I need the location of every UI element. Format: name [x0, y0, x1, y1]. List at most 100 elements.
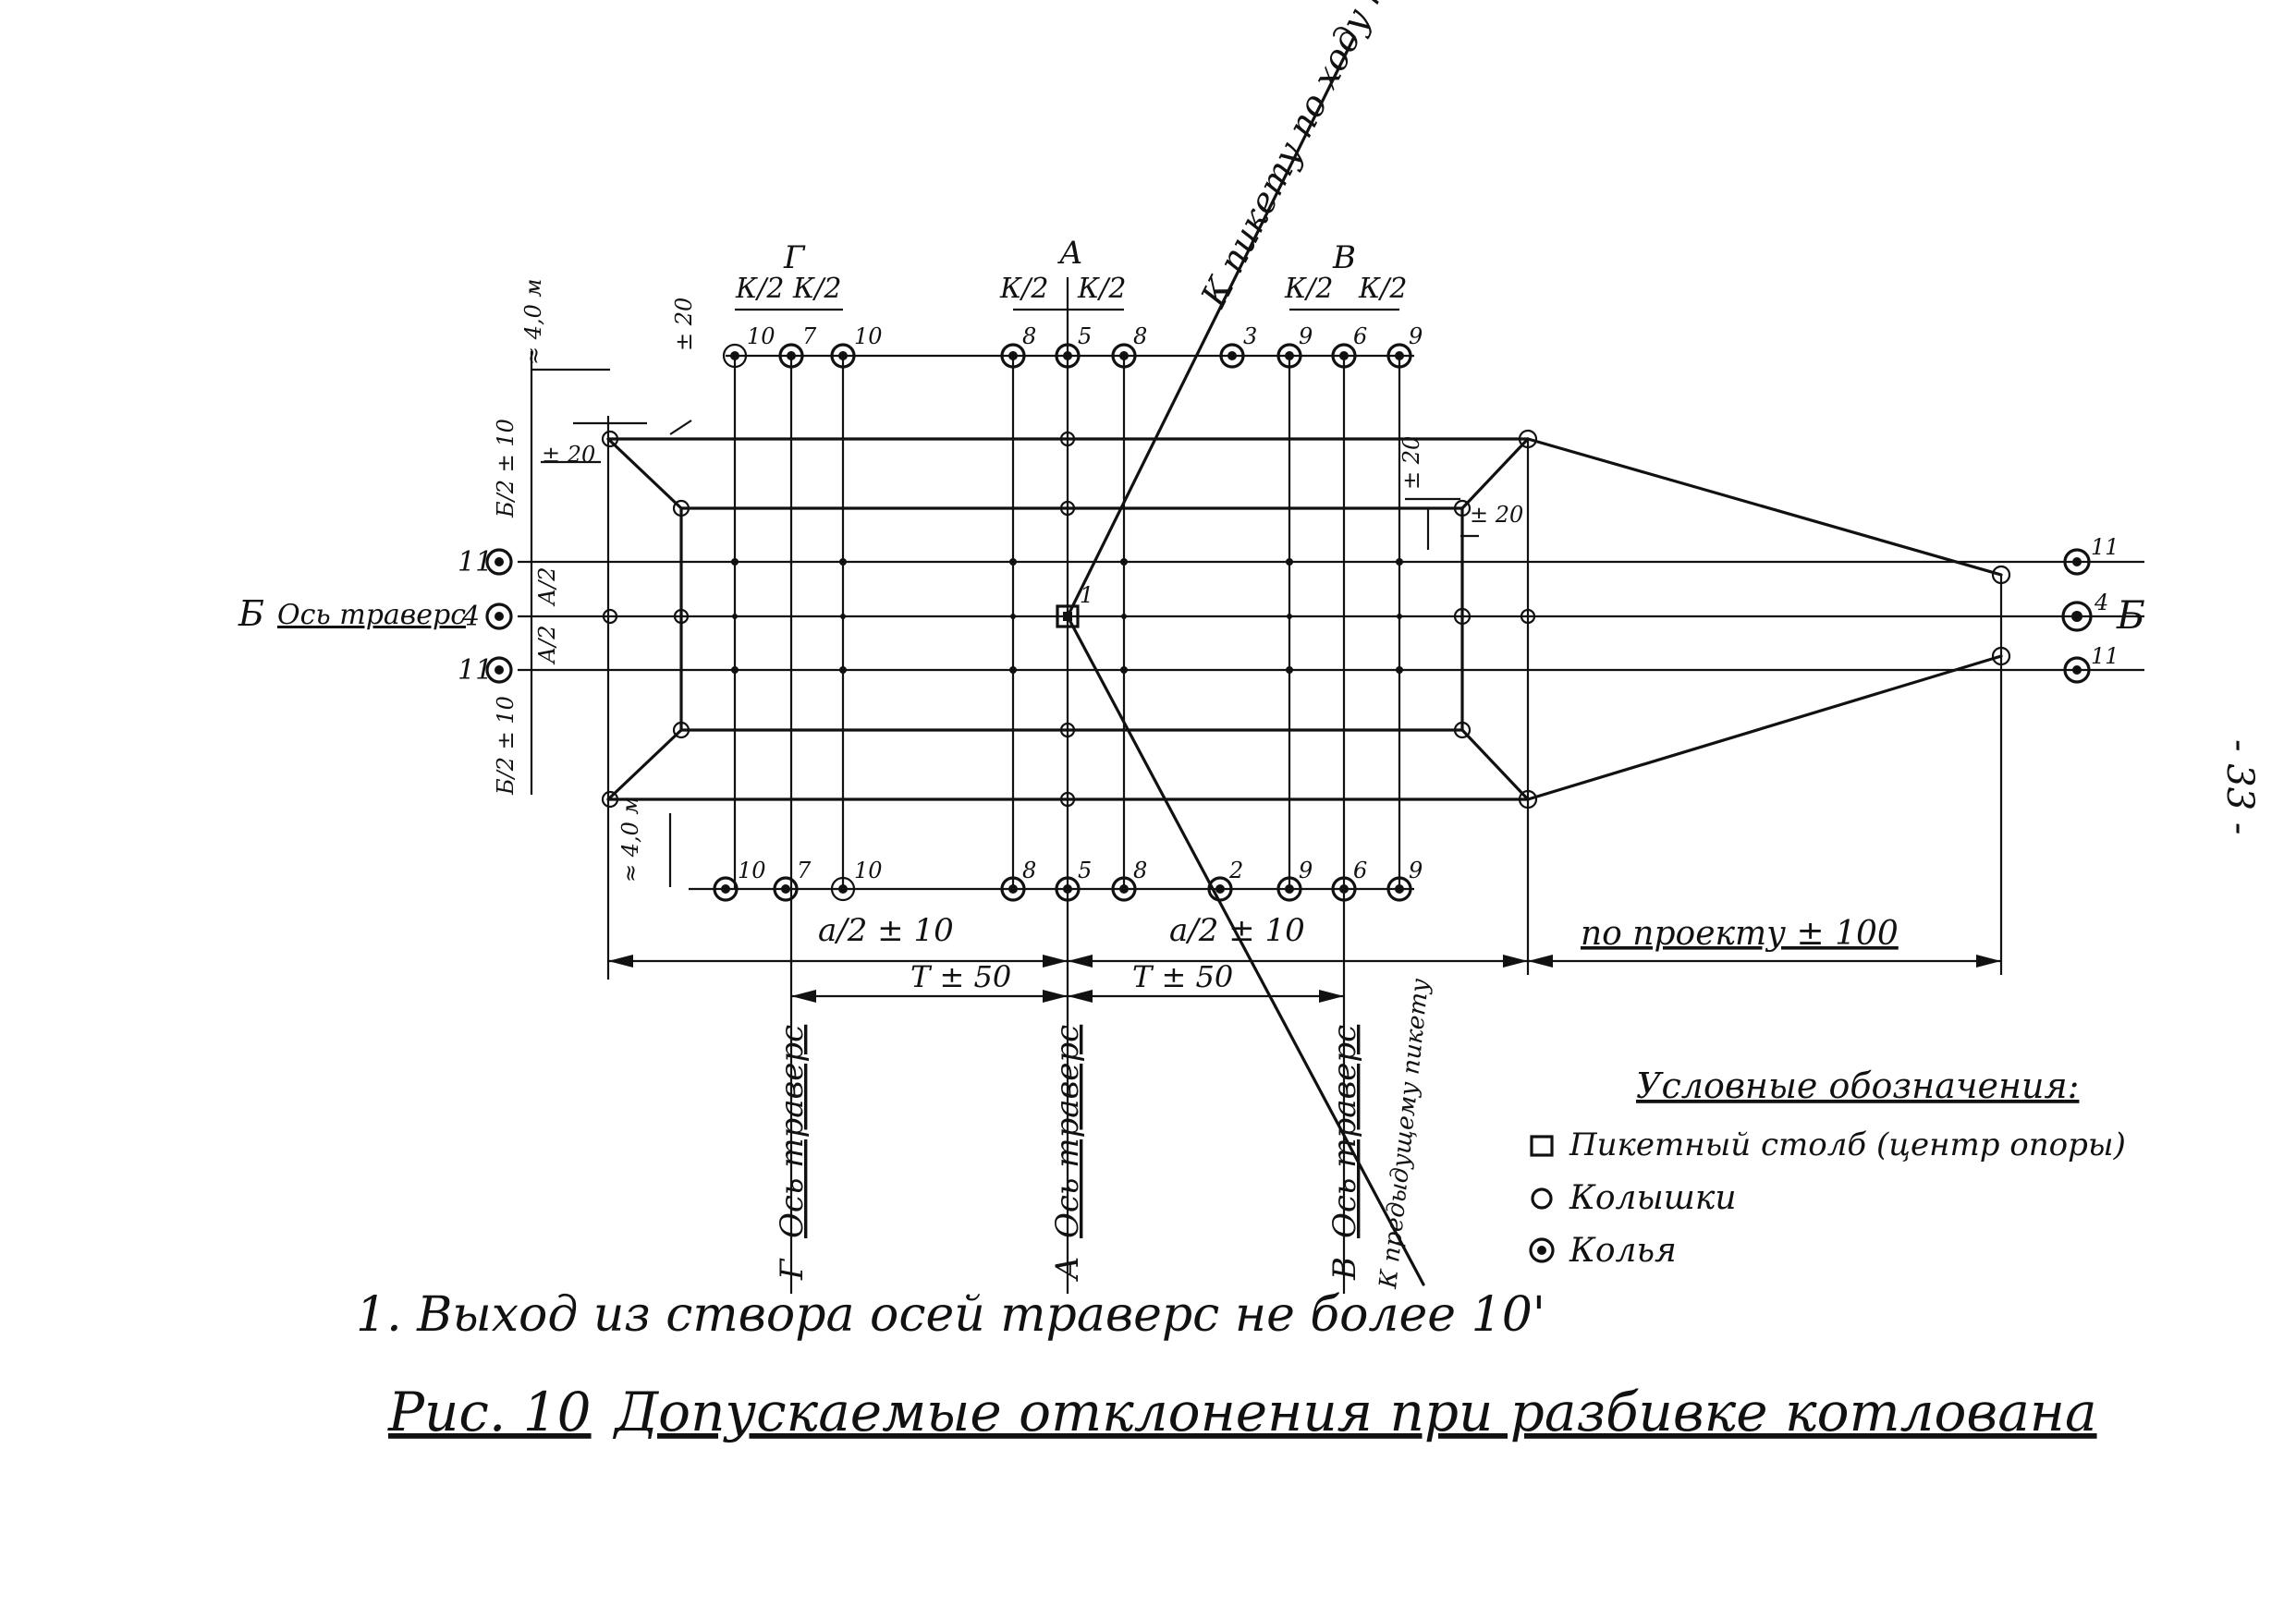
- ring-marker-icon: [1518, 429, 1538, 449]
- bottom-dimension-lines: [608, 955, 2001, 1003]
- top-stake-numbers: 10 7 10 8 5 8 3 9 6 9: [747, 323, 1423, 349]
- svg-text:6: 6: [1353, 323, 1367, 349]
- svg-text:В: В: [1326, 1257, 1363, 1281]
- left-axis-stakes: [485, 548, 513, 684]
- svg-text:Ось траверс: Ось траверс: [1049, 1025, 1086, 1238]
- svg-text:К/2: К/2: [1358, 273, 1407, 305]
- ring-marker-icon: [1991, 565, 2011, 585]
- svg-text:К/2: К/2: [1284, 273, 1333, 305]
- double-ring-marker-icon: [773, 876, 799, 902]
- picket-number: 1: [1080, 582, 1093, 608]
- axis-g-top-letter: Г: [783, 239, 806, 276]
- svg-text:10: 10: [854, 858, 883, 883]
- page-number: - 33 -: [2218, 739, 2261, 834]
- double-ring-marker-icon: [1529, 1237, 1555, 1263]
- dim-t-left: Т ± 50: [910, 959, 1011, 994]
- dim-b2-top: Б/2 ± 10: [493, 419, 519, 518]
- double-ring-marker-icon: [1219, 343, 1245, 369]
- picket-direction-line: [1066, 35, 1425, 1286]
- dim-bottom-4m: ≈ 4,0 м: [617, 797, 643, 883]
- double-ring-marker-icon: [722, 343, 748, 369]
- svg-text:9: 9: [1409, 323, 1423, 349]
- double-ring-marker-icon: [2063, 548, 2091, 576]
- ring-marker-icon: [673, 608, 690, 625]
- ring-marker-icon: [1453, 499, 1472, 517]
- svg-text:7: 7: [797, 858, 812, 883]
- right-axis-stakes: [2061, 548, 2093, 684]
- double-ring-marker-icon: [1000, 343, 1026, 369]
- dim-tol-20-top: ± 20: [671, 298, 697, 351]
- svg-text:8: 8: [1133, 858, 1147, 883]
- double-ring-marker-icon: [1331, 876, 1357, 902]
- ring-marker-icon: [601, 430, 619, 448]
- left-stake-top-number: 11: [458, 546, 493, 578]
- svg-text:9: 9: [1299, 323, 1313, 349]
- svg-text:9: 9: [1409, 858, 1423, 883]
- diag-lower-label: К предыдущему пикету: [1374, 978, 1435, 1291]
- svg-text:К/2: К/2: [792, 273, 841, 305]
- ring-marker-icon: [1453, 607, 1472, 626]
- double-ring-marker-icon: [1386, 876, 1412, 902]
- ring-marker-icon: [1453, 721, 1472, 739]
- dim-project: по проекту ± 100: [1581, 915, 1899, 953]
- right-stake-top-number: 11: [2091, 534, 2119, 560]
- double-ring-marker-icon: [1111, 343, 1137, 369]
- legend-item-pegs: Колышки: [1569, 1179, 1737, 1217]
- svg-text:А: А: [1049, 1256, 1086, 1282]
- svg-text:Г: Г: [774, 1258, 811, 1281]
- dim-a-half-left: а/2 ± 10: [818, 912, 954, 949]
- svg-text:К/2: К/2: [1077, 273, 1126, 305]
- svg-text:10: 10: [747, 323, 776, 349]
- right-stake-bot-number: 11: [2091, 643, 2119, 669]
- outline-lines: [518, 354, 2144, 980]
- figure-caption: Допускаемые отклонения при разбивке котл…: [612, 1381, 2097, 1443]
- double-ring-marker-icon: [485, 548, 513, 576]
- svg-text:5: 5: [1078, 858, 1092, 883]
- svg-text:2: 2: [1228, 858, 1243, 883]
- rectangle-pegs: [601, 429, 2011, 810]
- double-ring-marker-icon: [1111, 876, 1137, 902]
- ring-marker-icon: [1531, 1187, 1553, 1210]
- axis-v-top-letter: В: [1332, 239, 1356, 276]
- double-ring-marker-icon: [1207, 876, 1233, 902]
- dim-a2-bottom: А/2: [534, 625, 560, 665]
- dim-a-half-right: а/2 ± 10: [1169, 912, 1305, 949]
- ring-marker-icon: [602, 608, 618, 625]
- double-ring-marker-icon: [2061, 601, 2093, 632]
- svg-text:8: 8: [1133, 323, 1147, 349]
- svg-text:К/2: К/2: [735, 273, 784, 305]
- svg-text:5: 5: [1078, 323, 1092, 349]
- ring-marker-icon: [601, 790, 619, 809]
- double-ring-marker-icon: [830, 343, 856, 369]
- legend-item-stakes: Колья: [1569, 1232, 1677, 1270]
- k-labels: К/2 К/2 К/2 К/2 К/2 К/2: [735, 273, 1407, 305]
- svg-text:8: 8: [1022, 323, 1036, 349]
- bottom-stakes: [713, 876, 1412, 902]
- top-stakes: [722, 343, 1412, 369]
- double-ring-marker-icon: [485, 603, 513, 630]
- intersection-marks: [731, 558, 1403, 674]
- dim-b2-bottom: Б/2 ± 10: [493, 696, 519, 796]
- ring-marker-icon: [1059, 791, 1076, 808]
- square-marker-icon: [1056, 604, 1080, 628]
- left-dimensions: [530, 351, 692, 795]
- svg-text:3: 3: [1243, 323, 1257, 349]
- dim-a2-top: А/2: [534, 566, 560, 607]
- double-ring-marker-icon: [1055, 343, 1081, 369]
- traverse-axis-labels: Г Ось траверс А Ось траверс В Ось травер…: [774, 1025, 1363, 1282]
- square-marker-icon: [1530, 1135, 1554, 1157]
- ring-marker-icon: [1520, 608, 1536, 625]
- bottom-stake-numbers: 10 7 10 8 5 8 2 9 6 9: [738, 858, 1423, 883]
- svg-text:Ось траверс: Ось траверс: [1326, 1025, 1363, 1238]
- ring-marker-icon: [1059, 500, 1076, 517]
- double-ring-marker-icon: [1055, 876, 1081, 902]
- ring-marker-icon: [1991, 646, 2011, 666]
- ring-marker-icon: [1518, 789, 1538, 810]
- diag-upper-label: К пикету по ходу трассы: [1192, 0, 1449, 314]
- svg-text:7: 7: [802, 323, 817, 349]
- ring-marker-icon: [672, 499, 690, 517]
- double-ring-marker-icon: [1386, 343, 1412, 369]
- left-stake-mid-number: 4: [461, 601, 480, 633]
- axis-b-left-label: Ось траверс: [277, 599, 466, 631]
